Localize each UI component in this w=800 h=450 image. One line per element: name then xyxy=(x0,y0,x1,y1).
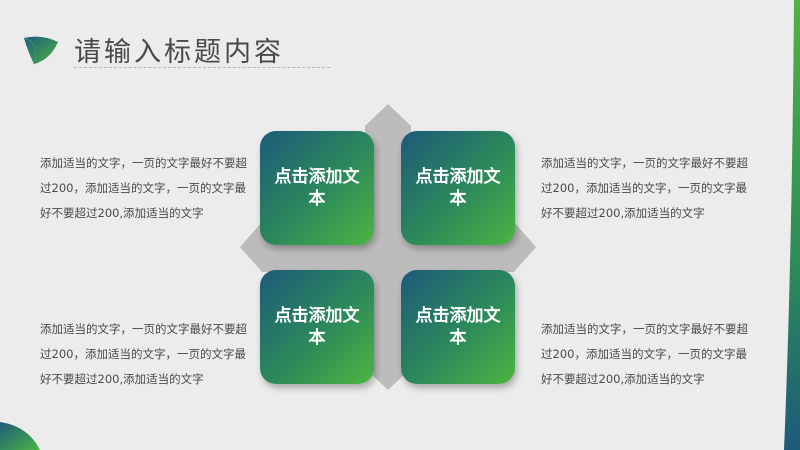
paragraph-top-right: 添加适当的文字，一页的文字最好不要超过200，添加适当的文字，一页的文字最好不要… xyxy=(541,156,748,220)
card-label: 点击添加文本 xyxy=(415,306,501,348)
cross-arrow-shape xyxy=(240,104,536,390)
title-divider xyxy=(74,67,330,68)
card-label: 点击添加文本 xyxy=(274,306,360,348)
card-top-left[interactable]: 点击添加文本 xyxy=(260,131,374,245)
card-label: 点击添加文本 xyxy=(415,167,501,209)
card-bottom-left[interactable]: 点击添加文本 xyxy=(260,270,374,384)
paragraph-bottom-right: 添加适当的文字，一页的文字最好不要超过200，添加适当的文字，一页的文字最好不要… xyxy=(541,322,748,386)
card-top-right[interactable]: 点击添加文本 xyxy=(401,131,515,245)
paragraph-bottom-left: 添加适当的文字，一页的文字最好不要超过200，添加适当的文字，一页的文字最好不要… xyxy=(40,322,247,386)
paragraph-top-left: 添加适当的文字，一页的文字最好不要超过200，添加适当的文字，一页的文字最好不要… xyxy=(40,156,247,220)
bottom-left-decoration xyxy=(0,422,40,450)
page-title: 请输入标题内容 xyxy=(74,37,284,68)
leaf-logo-icon xyxy=(23,36,58,65)
right-edge-decoration xyxy=(784,0,800,450)
card-bottom-right[interactable]: 点击添加文本 xyxy=(401,270,515,384)
card-label: 点击添加文本 xyxy=(274,167,360,209)
